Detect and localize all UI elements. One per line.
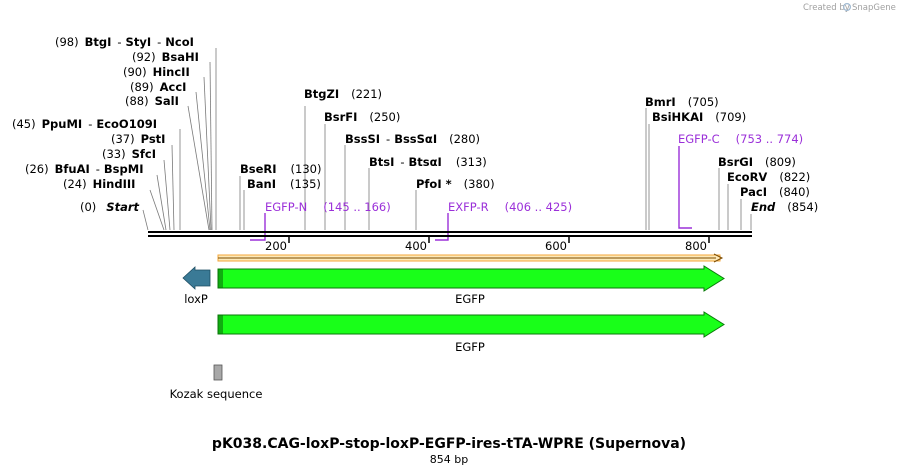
site-label-btgi: (98)BtgI-StyI-NcoI [55,35,194,49]
site-label-bsrfi: BsrFI(250) [324,110,400,124]
snapgene-logo-icon [842,2,851,12]
site-label-btgzi: BtgZI(221) [304,87,382,101]
feature-egfp-1: EGFP [217,265,725,306]
tick-400: 400 [405,239,427,253]
feature-loxp: loxP [182,266,211,306]
site-label-psti: (37)PstI [111,132,165,146]
site-label-bmri: BmrI(705) [645,95,719,109]
site-label-hincii: (90)HincII [123,65,190,79]
site-label-ecorv: EcoRV(822) [727,170,810,184]
site-label-bseri: BseRI(130) [240,162,321,176]
site-label-bfuai: (26)BfuAI-BspMI [25,162,143,176]
site-label-sfci: (33)SfcI [102,147,156,161]
credit-brand: SnapGene [852,3,896,13]
plasmid-title: pK038.CAG-loxP-stop-loxP-EGFP-ires-tTA-W… [212,436,686,452]
credit-text: Created by [803,3,850,13]
site-connectors [142,48,752,231]
site-label-hindiii: (24)HindIII [63,177,135,191]
site-label-bani: BanI(135) [247,177,321,191]
site-label-acci: (89)AccI [130,80,186,94]
tick-800: 800 [685,239,707,253]
tick-200: 200 [265,239,287,253]
feature-kozak: Kozak sequence [170,364,263,401]
primer-egfp-c: EGFP-C(753 .. 774) [678,132,803,229]
site-label-end: End(854) [751,200,818,214]
feature-loxp-label: loxP [184,292,208,306]
site-label-bsihkai: BsiHKAI(709) [652,110,746,124]
svg-text:EGFP-N(145 .. 166): EGFP-N(145 .. 166) [265,200,391,214]
feature-egfp-2-label: EGFP [455,340,485,354]
feature-kozak-label: Kozak sequence [170,387,263,401]
sequence-ruler: 200 400 600 800 [148,231,752,253]
svg-text:EXFP-R(406 .. 425): EXFP-R(406 .. 425) [448,200,572,214]
svg-text:EGFP-C(753 .. 774): EGFP-C(753 .. 774) [678,132,803,146]
site-label-sali: (88)SalI [125,94,179,108]
primer-egfp-n: EGFP-N(145 .. 166) [250,200,391,241]
site-label-bsssi: BssSI-BssSαI(280) [345,132,480,146]
primer-exfp-r: EXFP-R(406 .. 425) [435,200,572,241]
tick-600: 600 [545,239,567,253]
svg-text:(98)BtgI-StyI-NcoI: (98)BtgI-StyI-NcoI [55,35,194,49]
feature-egfp-1-label: EGFP [455,292,485,306]
site-label-btsi: BtsI-BtsαI(313) [369,155,487,169]
site-label-start: (0)Start [80,200,140,214]
site-label-pfoi: PfoI *(380) [416,177,495,191]
site-label-bsrgi: BsrGI(809) [718,155,796,169]
plasmid-length: 854 bp [430,453,468,466]
site-label-paci: PacI(840) [740,185,810,199]
site-label-bsahi: (92)BsaHI [132,50,199,64]
orf-arrow [217,253,724,263]
feature-egfp-2: EGFP [217,311,725,354]
site-label-ppumi: (45)PpuMI-EcoO109I [12,117,157,131]
